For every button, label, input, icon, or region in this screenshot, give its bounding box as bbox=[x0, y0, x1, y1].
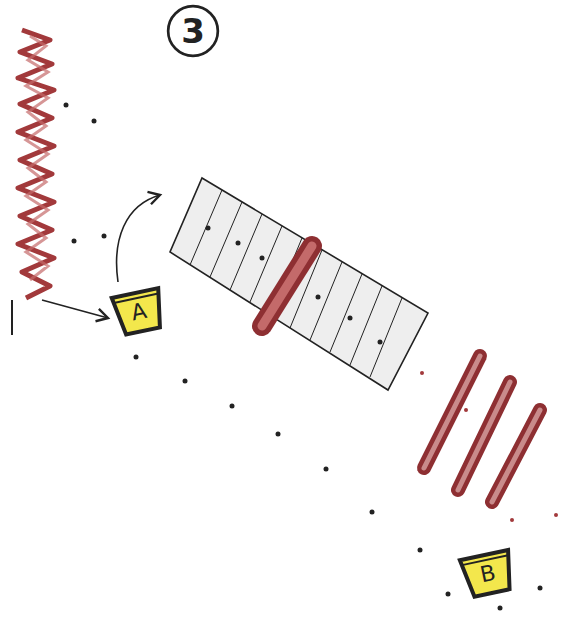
step-number: 3 bbox=[181, 14, 205, 48]
cup-marker: B bbox=[456, 547, 520, 602]
red-tubes bbox=[424, 356, 540, 502]
cup-marker: A bbox=[108, 285, 170, 339]
blanket-scribble bbox=[18, 30, 54, 298]
red-tube bbox=[262, 246, 312, 326]
curved-arrow bbox=[117, 195, 160, 282]
dotted-path bbox=[134, 355, 543, 611]
striped-board bbox=[170, 178, 428, 390]
step-number-circle: 3 bbox=[166, 4, 220, 58]
pointer-arrow bbox=[42, 300, 108, 318]
